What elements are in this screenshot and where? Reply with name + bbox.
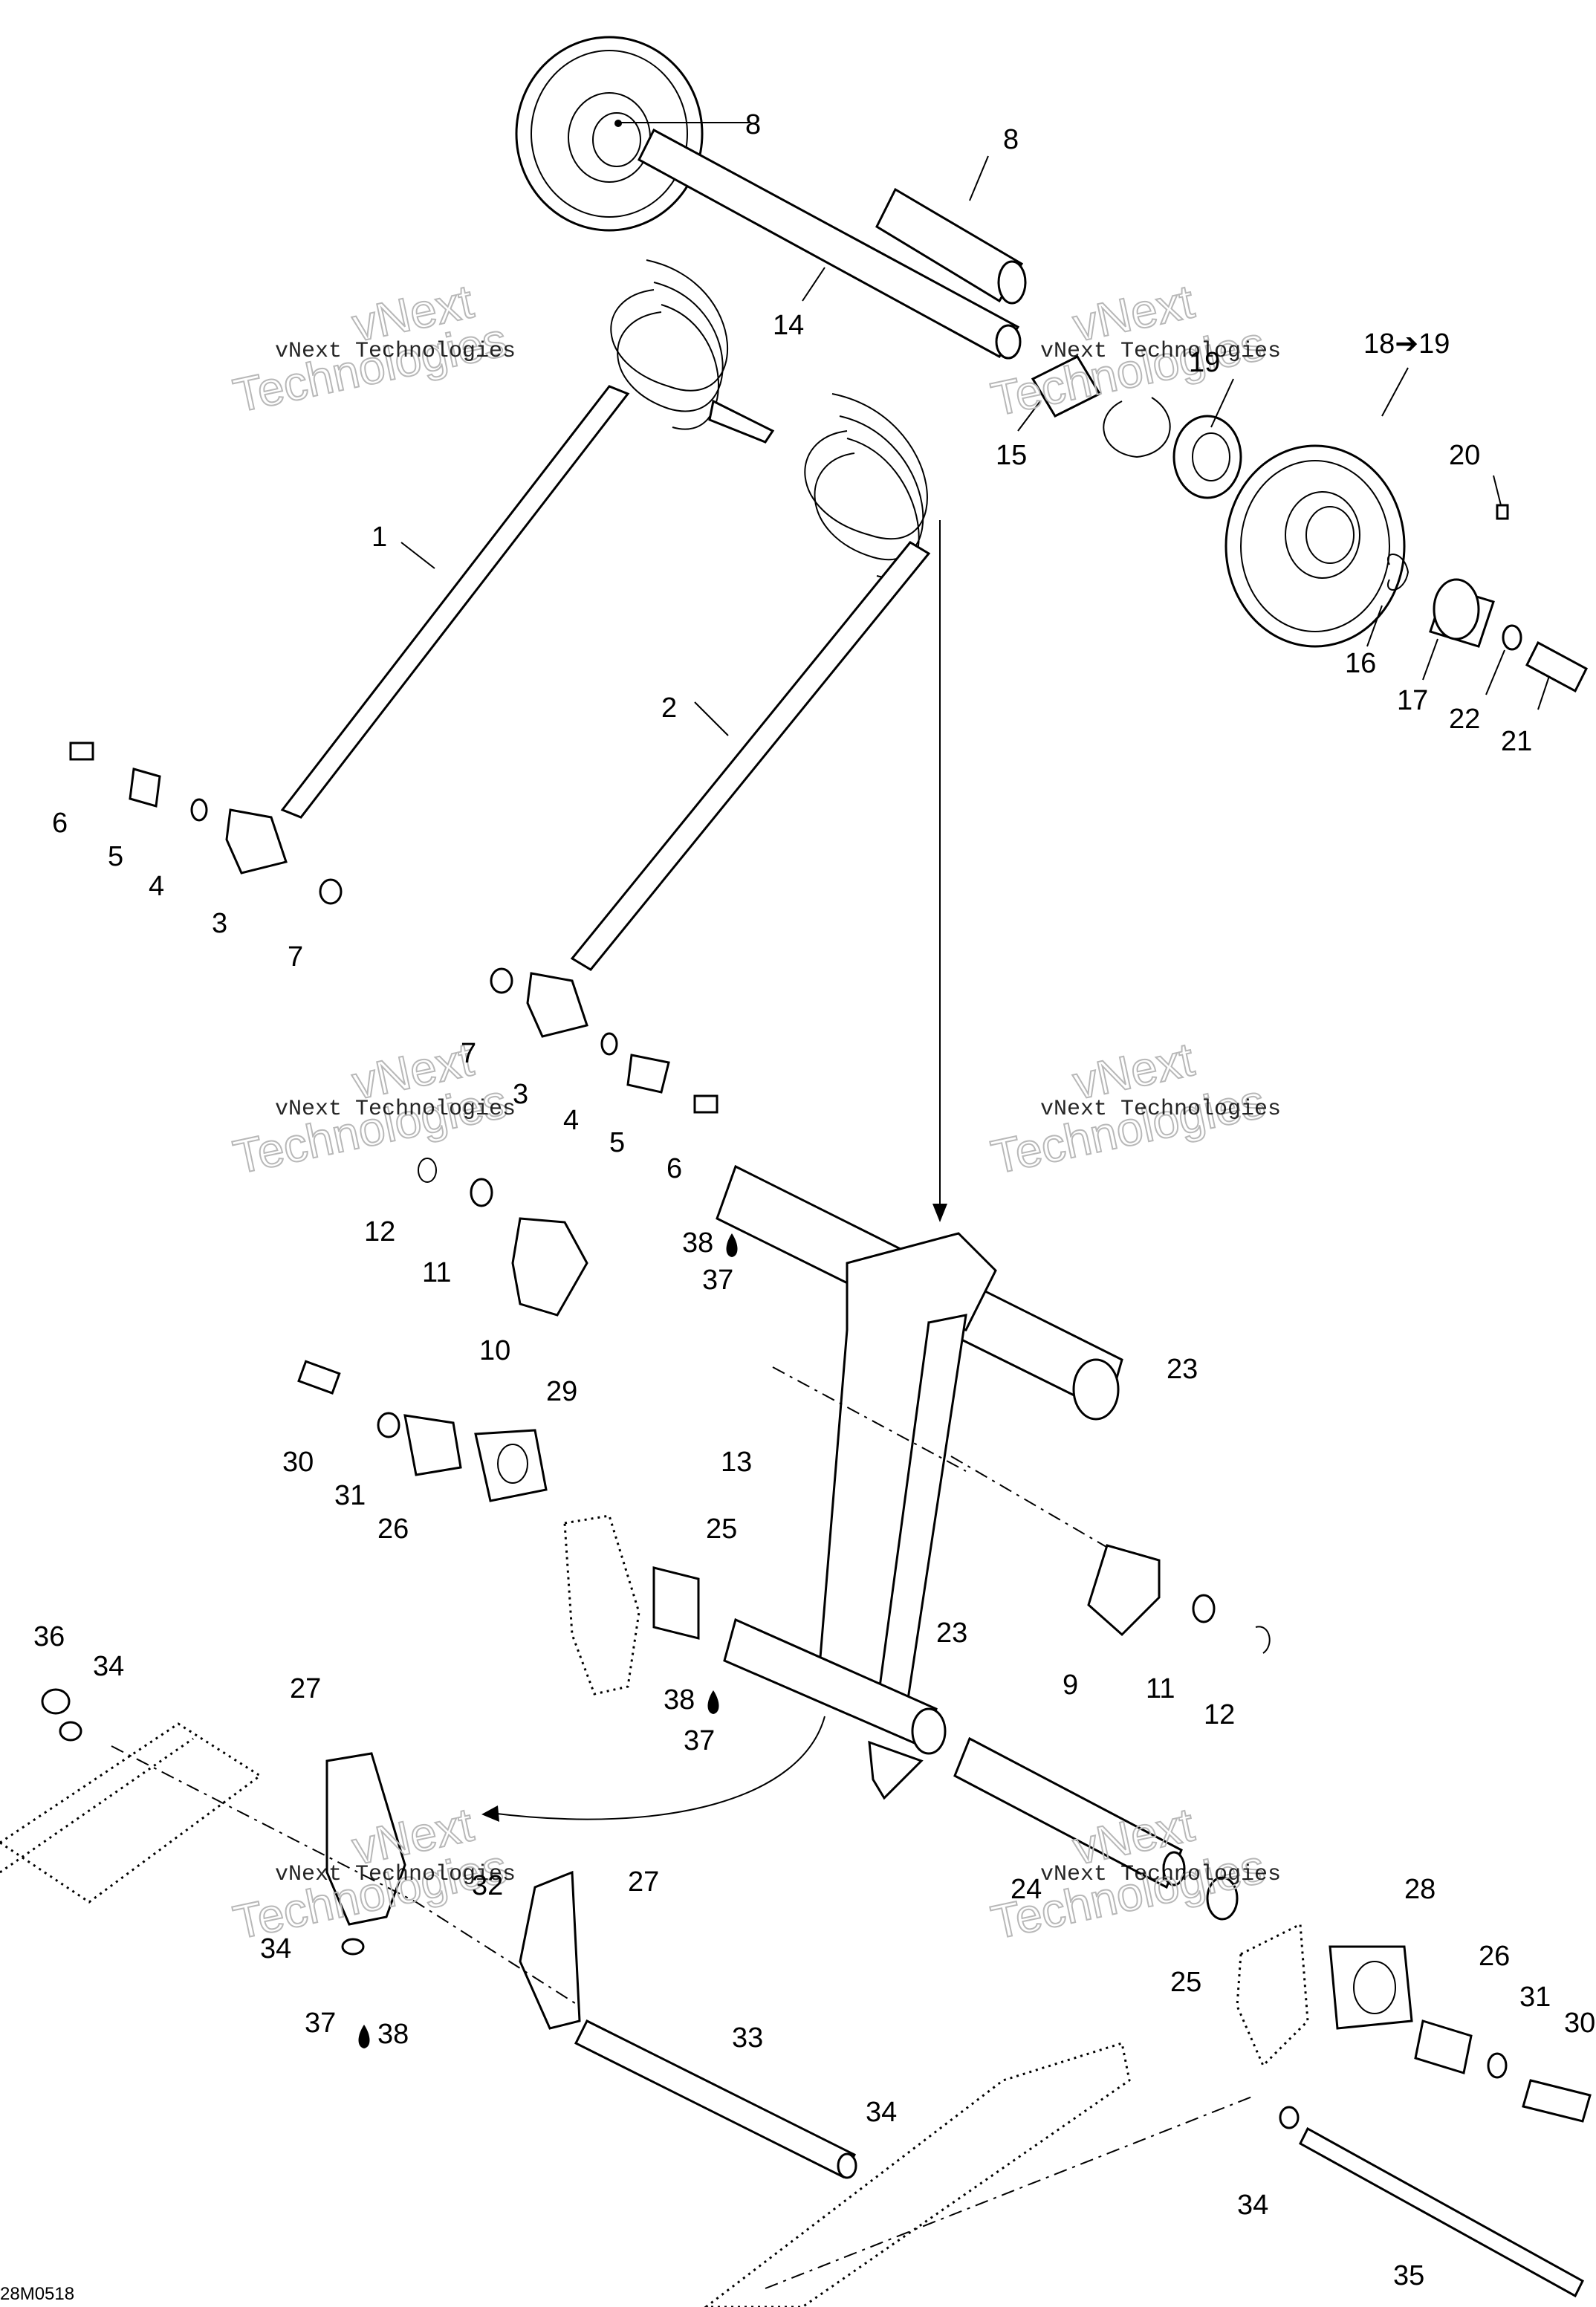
callout-27: 27 [628, 1866, 659, 1898]
callout-34: 34 [93, 1651, 124, 1682]
callout-8: 8 [1003, 124, 1019, 155]
lower-left-cross-assembly [0, 1688, 857, 2179]
callout-31: 31 [334, 1480, 366, 1511]
callout-21: 21 [1501, 726, 1532, 757]
callout-29: 29 [546, 1376, 577, 1407]
bracket-9 [1087, 1544, 1271, 1654]
callout-24: 24 [1011, 1874, 1042, 1905]
assembly-arrows [481, 520, 947, 1822]
callout-26: 26 [377, 1513, 409, 1545]
callout-36: 36 [33, 1621, 65, 1652]
callout-17: 17 [1397, 685, 1428, 716]
side-plate-left [563, 1514, 700, 1696]
spring-1 [280, 259, 775, 819]
callout-38-lubricant: 38 [682, 1227, 713, 1259]
spring-2 [570, 393, 931, 971]
callout-14: 14 [773, 310, 804, 341]
watermark-small: vNext Technologies [275, 339, 516, 364]
callout-27: 27 [290, 1673, 321, 1704]
callout-12: 12 [1204, 1699, 1235, 1730]
svg-text:vNext Technologies: vNext Technologies [275, 1862, 516, 1887]
spacer-8 [875, 187, 1027, 305]
callout-19: 19 [1189, 347, 1220, 378]
svg-text:vNext Technologies: vNext Technologies [1040, 1097, 1281, 1122]
callout-37: 37 [702, 1265, 733, 1296]
callout-6: 6 [666, 1153, 682, 1184]
callout-12: 12 [364, 1216, 395, 1247]
callout-13: 13 [721, 1447, 752, 1478]
callout-30: 30 [1564, 2008, 1595, 2039]
svg-text:vNext Technologies: vNext Technologies [1040, 1862, 1281, 1887]
callout-38-lubricant: 38 [664, 1684, 695, 1716]
left-block-set [297, 1360, 548, 1502]
callout-3: 3 [513, 1079, 528, 1110]
callout-15: 15 [996, 440, 1027, 471]
callout-7: 7 [288, 941, 303, 973]
callout-35: 35 [1393, 2260, 1424, 2291]
callout-5: 5 [609, 1127, 625, 1158]
right-idler-assembly [1031, 355, 1588, 693]
callout-4: 4 [149, 871, 164, 902]
callout-20: 20 [1449, 440, 1480, 471]
callout-25: 25 [1170, 1967, 1201, 1998]
callout-6: 6 [52, 808, 68, 839]
callout-37: 37 [684, 1725, 715, 1756]
callout-18-to-19: 18➔19 [1363, 328, 1450, 360]
callout-5: 5 [108, 841, 123, 872]
callout-37: 37 [305, 2008, 336, 2039]
callout-34: 34 [260, 1933, 291, 1964]
callout-23: 23 [1167, 1354, 1198, 1385]
left-pivot-block-set [69, 742, 343, 905]
callout-28: 28 [1404, 1874, 1436, 1905]
callout-33: 33 [732, 2022, 763, 2054]
callout-34: 34 [1237, 2190, 1268, 2221]
callout-25: 25 [706, 1513, 737, 1545]
bracket-10 [418, 1158, 588, 1317]
callout-8: 8 [745, 109, 761, 140]
callout-23: 23 [936, 1618, 967, 1649]
leader-lines [400, 155, 1550, 736]
main-swing-arm [716, 1164, 1130, 1800]
callout-26: 26 [1479, 1941, 1510, 1972]
callout-2: 2 [661, 692, 677, 724]
callout-9: 9 [1063, 1670, 1078, 1701]
shaft-14 [638, 128, 1022, 360]
callout-32: 32 [472, 1870, 503, 1901]
figure-reference: 28M0518 [0, 2284, 74, 2304]
svg-text:vNext Technologies: vNext Technologies [1040, 339, 1281, 364]
top-idler-wheel [515, 36, 750, 232]
callout-16: 16 [1345, 648, 1376, 679]
callout-30: 30 [282, 1447, 314, 1478]
callout-34: 34 [866, 2097, 897, 2128]
lower-right-assembly [704, 1736, 1592, 2307]
callout-11: 11 [422, 1257, 451, 1288]
callout-31: 31 [1519, 1982, 1551, 2013]
callout-10: 10 [479, 1335, 510, 1366]
center-pivot-block-set [490, 967, 718, 1114]
callout-4: 4 [563, 1105, 579, 1136]
oil-drop-icon [358, 1233, 738, 2048]
callout-7: 7 [461, 1038, 476, 1069]
callout-1: 1 [372, 522, 387, 553]
callout-11: 11 [1146, 1673, 1175, 1704]
callout-22: 22 [1449, 704, 1480, 735]
callout-3: 3 [212, 908, 227, 939]
callout-38-lubricant: 38 [377, 2019, 409, 2050]
callout-labels: 1 2 3 3 4 4 5 5 6 6 7 7 8 8 9 10 11 11 1… [33, 109, 1595, 2291]
svg-text:vNext Technologies: vNext Technologies [275, 1097, 516, 1122]
